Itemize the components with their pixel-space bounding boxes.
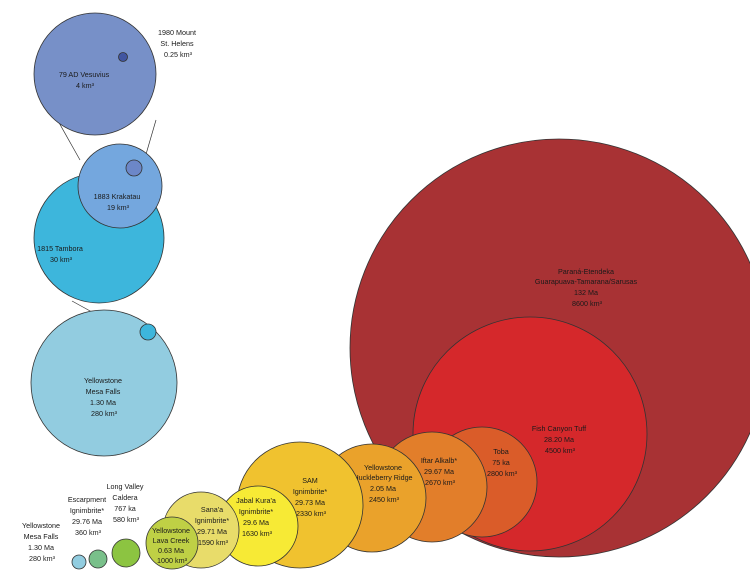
label-iftar-alkalb: Iftar Alkalb* 29.67 Ma 2670 km³: [421, 456, 459, 487]
label-line: 4 km³: [76, 81, 95, 90]
label-line: Yellowstone: [152, 526, 190, 535]
circle-krakatau: [77, 143, 163, 229]
label-line: Paraná-Etendeka: [558, 267, 614, 276]
label-line: 2450 km³: [369, 495, 400, 504]
label-line: 19 km³: [107, 203, 130, 212]
label-line: 1.30 Ma: [90, 398, 116, 407]
label-line: Jabal Kura'a: [236, 496, 276, 505]
circle-yellowstone-mesa-falls-small: [71, 554, 87, 570]
eruption-vesuvius: 79 AD Vesuvius 4 km³: [33, 12, 157, 136]
label-escarpment: Escarpment Ignimbrite* 29.76 Ma 360 km³: [68, 495, 108, 537]
label-line: 2.05 Ma: [370, 484, 396, 493]
label-yellowstone-huckleberry: Yellowstone Huckleberry Ridge 2.05 Ma 24…: [353, 463, 414, 504]
label-line: 4500 km³: [545, 446, 576, 455]
marker-krakatau: [125, 159, 143, 177]
label-yellowstone-mesa-falls-small: Yellowstone Mesa Falls 1.30 Ma 280 km³: [22, 521, 62, 563]
label-line: 767 ka: [114, 504, 136, 513]
eruption-yellowstone-lava-creek: Yellowstone Lava Creek 0.63 Ma 1000 km³: [145, 516, 199, 570]
label-line: Yellowstone: [364, 463, 402, 472]
eruption-long-valley: Long Valley Caldera 767 ka 580 km³: [106, 482, 145, 568]
label-line: 2330 km³: [296, 509, 327, 518]
label-line: Mesa Falls: [86, 387, 121, 396]
label-line: 29.76 Ma: [72, 517, 102, 526]
label-line: 132 Ma: [574, 288, 598, 297]
label-yellowstone-mesa-falls: Yellowstone Mesa Falls 1.30 Ma 280 km³: [84, 376, 124, 418]
label-sam: SAM Ignimbrite* 29.73 Ma 2330 km³: [293, 476, 329, 518]
label-jabal-kuraa: Jabal Kura'a Ignimbrite* 29.6 Ma 1630 km…: [236, 496, 278, 538]
label-line: 1.30 Ma: [28, 543, 54, 552]
label-line: 0.63 Ma: [158, 546, 184, 555]
label-line: 1590 km³: [198, 538, 229, 547]
label-st-helens: 1980 Mount St. Helens 0.25 km³: [158, 28, 198, 59]
label-tambora: 1815 Tambora 30 km³: [37, 244, 85, 264]
circle-st-helens: [118, 52, 128, 62]
label-line: Mesa Falls: [24, 532, 59, 541]
label-line: 1630 km³: [242, 529, 273, 538]
eruption-st-helens: 1980 Mount St. Helens 0.25 km³: [118, 28, 198, 62]
label-line: 28.20 Ma: [544, 435, 574, 444]
label-krakatau: 1883 Krakatau 19 km³: [94, 192, 143, 212]
label-line: Ignimbrite*: [70, 506, 105, 515]
label-line: Guarapuava-Tamarana/Sarusas: [535, 277, 638, 286]
label-yellowstone-lava-creek: Yellowstone Lava Creek 0.63 Ma 1000 km³: [152, 526, 192, 565]
circle-long-valley: [111, 538, 141, 568]
label-line: 580 km³: [113, 515, 140, 524]
label-line: 1980 Mount: [158, 28, 196, 37]
label-sanaa: Sana'a Ignimbrite* 29.71 Ma 1590 km³: [195, 505, 231, 547]
label-line: 8600 km³: [572, 299, 603, 308]
label-line: 75 ka: [492, 458, 510, 467]
label-line: Fish Canyon Tuff: [532, 424, 586, 433]
label-line: Long Valley: [106, 482, 143, 491]
label-line: 280 km³: [91, 409, 118, 418]
eruption-escarpment: Escarpment Ignimbrite* 29.76 Ma 360 km³: [68, 495, 108, 569]
label-line: Yellowstone: [84, 376, 122, 385]
label-line: St. Helens: [160, 39, 194, 48]
label-line: SAM: [302, 476, 318, 485]
circle-escarpment: [88, 549, 108, 569]
label-line: 29.71 Ma: [197, 527, 227, 536]
label-line: Lava Creek: [153, 536, 190, 545]
eruption-yellowstone-mesa-falls: Yellowstone Mesa Falls 1.30 Ma 280 km³: [30, 309, 178, 457]
label-line: Ignimbrite*: [293, 487, 328, 496]
label-line: Toba: [493, 447, 509, 456]
eruption-yellowstone-mesa-falls-small: Yellowstone Mesa Falls 1.30 Ma 280 km³: [22, 521, 87, 570]
label-line: 360 km³: [75, 528, 102, 537]
eruption-jabal-kuraa: Jabal Kura'a Ignimbrite* 29.6 Ma 1630 km…: [217, 485, 299, 567]
label-vesuvius: 79 AD Vesuvius 4 km³: [59, 70, 111, 90]
label-line: 30 km³: [50, 255, 73, 264]
circle-vesuvius: [33, 12, 157, 136]
label-line: Yellowstone: [22, 521, 60, 530]
label-line: 29.73 Ma: [295, 498, 325, 507]
label-line: 79 AD Vesuvius: [59, 70, 110, 79]
label-line: Escarpment: [68, 495, 106, 504]
circle-yellowstone-mesa-falls: [30, 309, 178, 457]
label-toba: Toba 75 ka 2800 km³: [487, 447, 518, 478]
label-line: 280 km³: [29, 554, 56, 563]
label-line: Caldera: [112, 493, 137, 502]
label-line: 2670 km³: [425, 478, 456, 487]
label-line: 0.25 km³: [164, 50, 193, 59]
eruption-krakatau: 1883 Krakatau 19 km³: [77, 143, 163, 229]
label-line: Ignimbrite*: [239, 507, 274, 516]
circle-yellowstone-lava-creek: [145, 516, 199, 570]
label-line: Sana'a: [201, 505, 223, 514]
label-fish-canyon: Fish Canyon Tuff 28.20 Ma 4500 km³: [532, 424, 588, 455]
label-line: 29.67 Ma: [424, 467, 454, 476]
label-line: 2800 km³: [487, 469, 518, 478]
label-line: Iftar Alkalb*: [421, 456, 458, 465]
label-line: Huckleberry Ridge: [353, 473, 412, 482]
label-line: 1815 Tambora: [37, 244, 83, 253]
label-line: 29.6 Ma: [243, 518, 269, 527]
label-line: 1883 Krakatau: [94, 192, 141, 201]
label-line: Ignimbrite*: [195, 516, 230, 525]
label-long-valley: Long Valley Caldera 767 ka 580 km³: [106, 482, 145, 524]
label-line: 1000 km³: [157, 556, 188, 565]
marker-tambora: [139, 323, 157, 341]
label-parana: Paraná-Etendeka Guarapuava-Tamarana/Saru…: [535, 267, 639, 308]
